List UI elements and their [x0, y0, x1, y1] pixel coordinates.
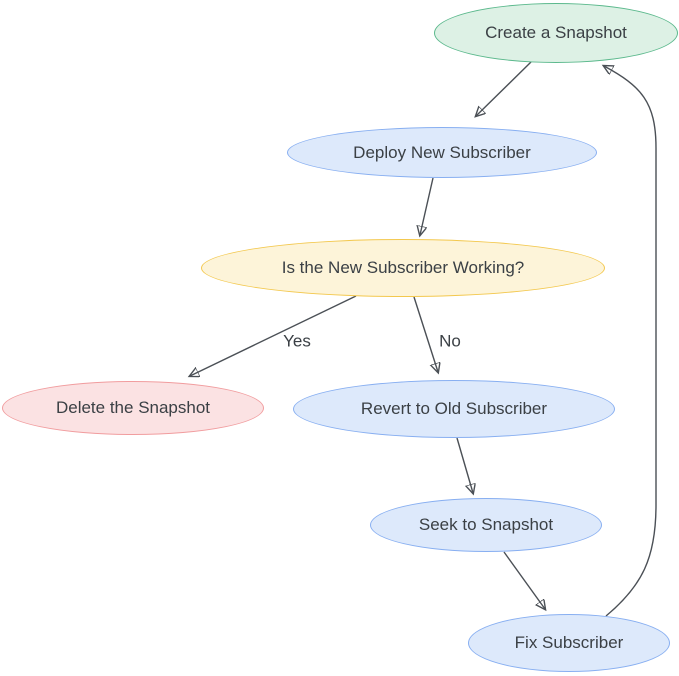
edge-revert-to-seek: [456, 437, 473, 493]
node-label: Deploy New Subscriber: [353, 142, 531, 162]
edge-create-to-deploy: [476, 61, 532, 116]
node-label: Fix Subscriber: [514, 633, 624, 652]
node-label: Delete the Snapshot: [55, 398, 211, 417]
node-label: Create a Snapshot: [485, 23, 627, 42]
node-label: Seek to Snapshot: [418, 515, 554, 534]
edge-deploy-to-working: [420, 177, 434, 235]
node-is-new-subscriber-working: Is the New Subscriber Working?: [201, 239, 605, 297]
node-label: Revert to Old Subscriber: [360, 399, 548, 418]
edge-label-no: No: [439, 331, 461, 351]
edge-seek-to-fix: [503, 551, 545, 609]
node-delete-the-snapshot: Delete the Snapshot: [2, 381, 264, 435]
edge-label-yes: Yes: [283, 331, 311, 351]
node-revert-to-old-subscriber: Revert to Old Subscriber: [293, 380, 615, 438]
edge-working-to-revert: [413, 296, 438, 372]
node-create-snapshot: Create a Snapshot: [434, 3, 678, 63]
node-fix-subscriber: Fix Subscriber: [468, 614, 670, 672]
node-seek-to-snapshot: Seek to Snapshot: [370, 498, 602, 552]
node-deploy-new-subscriber: Deploy New Subscriber: [287, 127, 597, 178]
edge-working-to-delete: [190, 295, 357, 376]
node-label: Is the New Subscriber Working?: [281, 258, 525, 277]
edge-fix-to-create: [604, 66, 657, 617]
